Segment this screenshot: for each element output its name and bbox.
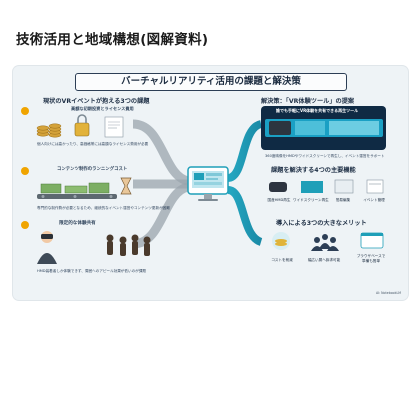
problem3-badge [21, 221, 29, 229]
problem2-caption: 専門的な制作費が必要となるため、継続的なイベント運営やコンテンツ更新が困難 [37, 206, 170, 210]
feature-1: 国産HMD再生 [267, 198, 291, 202]
feature-3: 簡易編集 [335, 198, 351, 202]
features-heading: 課題を解決する4つの主要機能 [271, 167, 356, 174]
problem3-caption: HMD装着者しか体験できず、周囲へのアピール効果が低いのが課題 [37, 269, 146, 273]
coins-lock-illustration [35, 114, 135, 140]
problem2-title: コンテンツ制作のランニングコスト [57, 167, 128, 172]
merit-1: コストを削減 [271, 258, 293, 262]
problem3-title: 限定的な体験共有 [59, 221, 96, 226]
vr-users-illustration [35, 228, 155, 266]
merit-2: 幅広い層へ訴求可能 [307, 258, 341, 262]
solution-caption: 360度映像をHMDやワイドスクリーンで再生し、イベント運営をサポート [265, 154, 385, 158]
feature-2: ワイドスクリーン再生 [293, 198, 329, 202]
center-monitor-illustration [187, 166, 229, 202]
money-conveyor-illustration [35, 174, 135, 204]
problem2-badge [21, 167, 29, 175]
infographic-image: バーチャルリアリティ活用の課題と解決策 現状のVRイベントが抱える3つの課題 高… [13, 66, 408, 300]
merits-heading: 導入による3つの大きなメリット [276, 220, 367, 227]
solution-subtitle: 誰でも手軽にVR体験を共有できる再生ツール [276, 108, 359, 113]
problem1-title: 高額な初期投資とライセンス費用 [71, 106, 134, 111]
merit-icons [265, 229, 395, 255]
infographic-title: バーチャルリアリティ活用の課題と解決策 [75, 73, 347, 91]
page-title: 技術活用と地域構想(図解資料) [16, 32, 209, 48]
image-credit: AI: NotebookLM [375, 291, 401, 295]
connector-graphics [132, 119, 263, 249]
merit-3: ブラウザベースで 準備も簡単 [356, 254, 386, 263]
feature-4: イベント管理 [363, 198, 385, 202]
solution-box: 誰でも手軽にVR体験を共有できる再生ツール [261, 106, 386, 150]
problems-heading: 現状のVRイベントが抱える3つの課題 [43, 98, 150, 105]
problem1-caption: 個人向けには高かったり、高価格帯には高額なライセンス費用が必要 [37, 142, 149, 146]
problem1-badge [21, 107, 29, 115]
feature-icons [263, 176, 393, 196]
solution-heading: 解決策：「VR体験ツール」の提案 [261, 98, 355, 105]
